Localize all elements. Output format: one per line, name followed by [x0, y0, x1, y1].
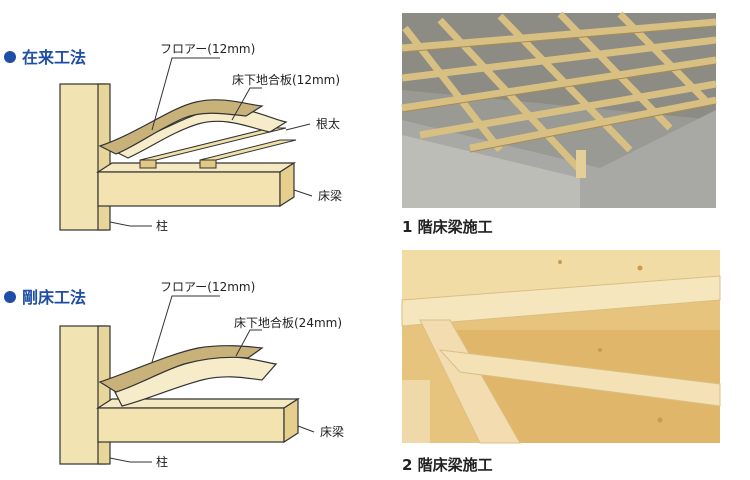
post-illustration — [60, 84, 110, 230]
label-joist: 根太 — [316, 116, 340, 131]
bullet-dot-icon — [4, 291, 16, 303]
label-post: 柱 — [156, 218, 168, 233]
photo-first-floor-beams — [402, 13, 716, 208]
section-conventional: 在来工法 フロアー(1 — [4, 42, 342, 233]
bullet-dot-icon — [4, 51, 16, 63]
label-flooring: フロアー(12mm) — [160, 42, 255, 56]
label-beam: 床梁 — [318, 188, 342, 203]
photo-caption-1: 1 階床梁施工 — [402, 218, 493, 236]
label-subfloor: 床下地合板(24mm) — [234, 315, 342, 330]
photo-second-floor-beams — [402, 250, 720, 443]
section-rigid-floor: 剛床工法 フロアー(12mm) 床下地合板(24mm) 床梁 柱 — [4, 280, 344, 469]
method-title: 在来工法 — [22, 48, 86, 67]
post-illustration — [60, 326, 110, 464]
beam-illustration — [98, 399, 298, 442]
beam-illustration — [98, 163, 294, 206]
label-post: 柱 — [156, 454, 168, 469]
photo-caption-2: 2 階床梁施工 — [402, 456, 493, 474]
label-beam: 床梁 — [320, 424, 344, 439]
label-subfloor: 床下地合板(12mm) — [232, 72, 340, 87]
method-title: 剛床工法 — [22, 288, 86, 307]
label-flooring: フロアー(12mm) — [160, 280, 255, 294]
